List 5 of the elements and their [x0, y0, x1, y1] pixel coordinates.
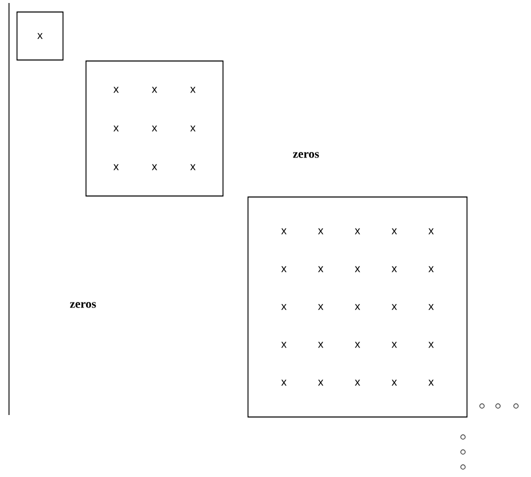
matrix-block: x x x x x x x x x x x x x x x x x x x x x x x x x [248, 196, 468, 418]
matrix-block: x x x x x x x x x [86, 60, 224, 196]
matrix-block: x [16, 12, 64, 60]
zeros-label: zeros [293, 152, 319, 158]
zeros-label: zeros [70, 302, 96, 308]
